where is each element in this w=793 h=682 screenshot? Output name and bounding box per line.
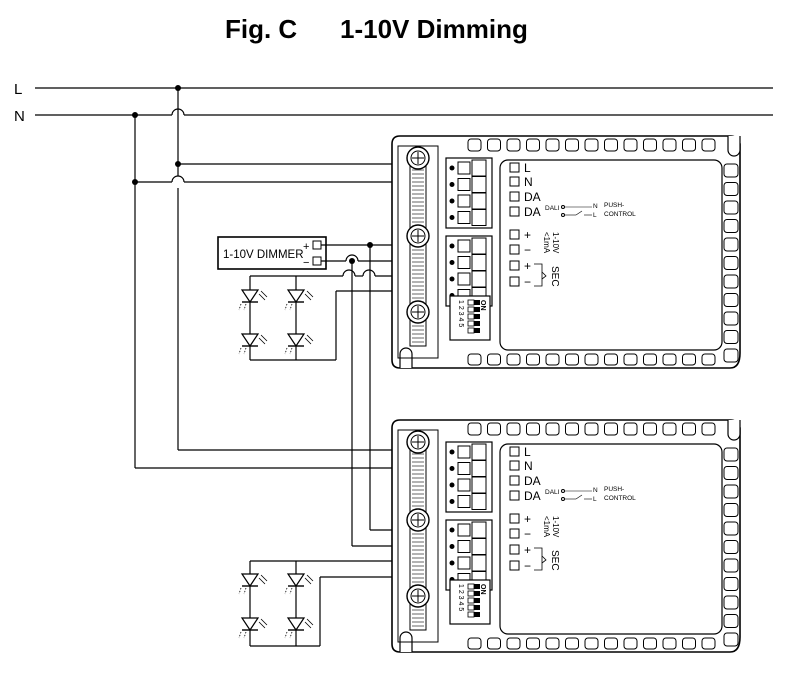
- led-icon: [238, 573, 268, 595]
- terminal-label: DA: [524, 205, 541, 219]
- dimmer-minus: −: [303, 257, 309, 269]
- terminal-label: −: [524, 559, 531, 573]
- push-n-label: N: [593, 487, 598, 494]
- mains-neutral-label: N: [14, 108, 25, 125]
- driver-housing: [391, 419, 741, 653]
- input-1-10v-label: 1-10V: [551, 516, 560, 538]
- terminal-label: −: [524, 527, 531, 541]
- push-l-label: L: [593, 212, 597, 219]
- terminal-label: +: [524, 512, 531, 526]
- dip-number-label: 1 2 3 4 5: [457, 584, 464, 611]
- sec-label: SEC: [549, 266, 560, 287]
- screw-icon: [406, 300, 430, 324]
- push-l-label: L: [593, 496, 597, 503]
- terminal-label: +: [524, 228, 531, 242]
- led-icon: [238, 333, 268, 355]
- led-icon: [284, 573, 314, 595]
- sec-label: SEC: [549, 550, 560, 571]
- terminal-label: L: [524, 161, 531, 175]
- screw-icon: [406, 430, 430, 454]
- terminal-label: DA: [524, 489, 541, 503]
- input-1-10v-label: 1-10V: [551, 232, 560, 254]
- input-current-label: <1mA: [542, 516, 551, 538]
- screw-icon: [406, 146, 430, 170]
- terminal-label: N: [524, 459, 533, 473]
- led-icon: [284, 289, 314, 311]
- dip-on-label: ON: [479, 584, 486, 595]
- screw-icon: [406, 584, 430, 608]
- led-icon: [238, 289, 268, 311]
- screw-icon: [406, 224, 430, 248]
- push-n-label: N: [593, 203, 598, 210]
- label-panel: [499, 443, 723, 635]
- terminal-label: +: [524, 259, 531, 273]
- terminal-label: −: [524, 275, 531, 289]
- dimmer-plus: +: [303, 241, 309, 253]
- screw-icon: [406, 508, 430, 532]
- driver-housing: [391, 135, 741, 369]
- mount-slot: [727, 420, 741, 441]
- mount-slot: [727, 136, 741, 157]
- mains-line-label: L: [14, 81, 22, 98]
- led-icon: [284, 333, 314, 355]
- input-current-label: <1mA: [542, 232, 551, 254]
- dimmer-label: 1-10V DIMMER: [223, 249, 304, 261]
- push-control-label: CONTROL: [604, 211, 636, 218]
- dali-label: DALI: [545, 489, 560, 496]
- terminal-label: L: [524, 445, 531, 459]
- terminal-label: DA: [524, 474, 541, 488]
- figure-label: Fig. C: [225, 14, 297, 44]
- push-control-label: CONTROL: [604, 495, 636, 502]
- terminal-label: N: [524, 175, 533, 189]
- terminal-label: −: [524, 243, 531, 257]
- led-icon: [238, 617, 268, 639]
- label-panel: [499, 159, 723, 351]
- dali-label: DALI: [545, 205, 560, 212]
- led-icon: [284, 617, 314, 639]
- dip-on-label: ON: [479, 300, 486, 311]
- terminal-label: DA: [524, 190, 541, 204]
- push-control-label: PUSH-: [604, 486, 624, 493]
- push-control-label: PUSH-: [604, 202, 624, 209]
- mains-wires: [35, 85, 773, 118]
- terminal-label: +: [524, 543, 531, 557]
- figure-title: 1-10V Dimming: [340, 14, 528, 44]
- dimmer-unit: 1-10V DIMMER + −: [217, 236, 327, 270]
- dip-number-label: 1 2 3 4 5: [457, 300, 464, 327]
